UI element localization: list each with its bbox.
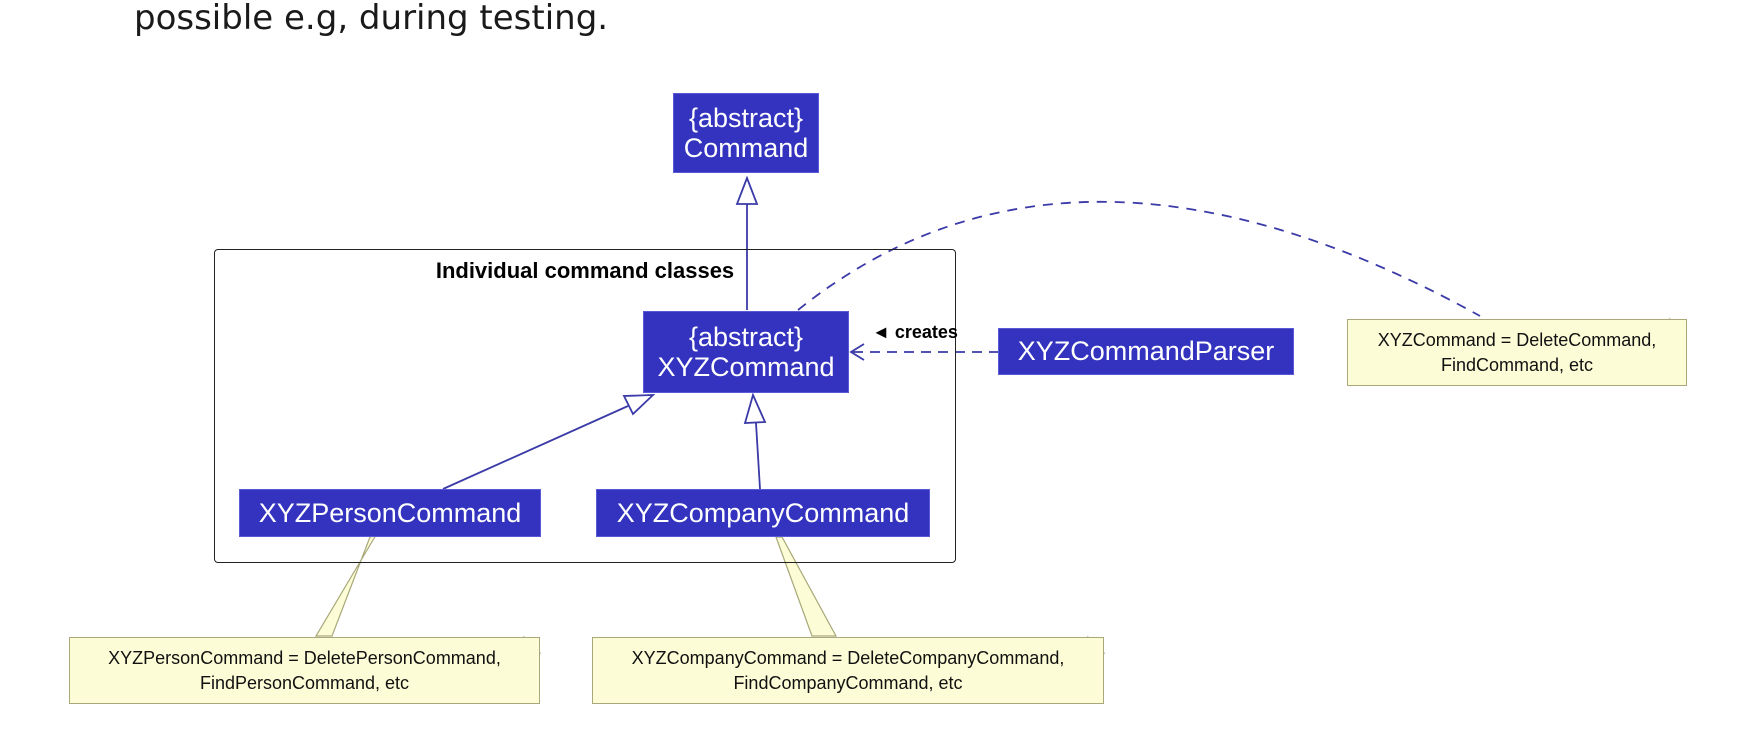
inherit-arrowhead-company xyxy=(743,392,767,424)
note-person-line2: FindPersonCommand, etc xyxy=(199,673,410,694)
note-xyz-company-command: XYZCompanyCommand = DeleteCompanyCommand… xyxy=(592,637,1104,704)
note-xyz-command-line1: XYZCommand = DeleteCommand, xyxy=(1377,330,1657,350)
class-xyz-company-command[interactable]: XYZCompanyCommand xyxy=(596,489,930,537)
class-xyz-command-name: XYZCommand xyxy=(657,352,835,382)
class-xyz-command-parser[interactable]: XYZCommandParser xyxy=(998,328,1294,375)
inherit-person-xyzcommand xyxy=(442,405,629,490)
note-company-line2: FindCompanyCommand, etc xyxy=(733,673,963,694)
class-command[interactable]: {abstract} Command xyxy=(673,93,819,173)
dependency-arrowhead xyxy=(849,343,865,361)
class-command-name: Command xyxy=(683,133,809,163)
class-xyz-command-parser-name: XYZCommandParser xyxy=(1017,336,1275,367)
class-xyz-person-command-name: XYZPersonCommand xyxy=(258,497,522,528)
inherit-arrowhead-person xyxy=(622,394,656,416)
note-company-line1: XYZCompanyCommand = DeleteCompanyCommand… xyxy=(631,648,1065,668)
class-xyz-command[interactable]: {abstract} XYZCommand xyxy=(643,311,849,393)
note-connector-xyzcommand xyxy=(797,201,1481,317)
package-individual-command-classes: Individual command classes xyxy=(214,249,956,563)
note-xyz-command: XYZCommand = DeleteCommand, FindCommand,… xyxy=(1347,319,1687,386)
class-xyz-company-command-name: XYZCompanyCommand xyxy=(616,497,910,528)
note-xyz-person-command: XYZPersonCommand = DeletePersonCommand, … xyxy=(69,637,540,704)
inherit-arrowhead-command xyxy=(735,175,759,205)
note-person-line1: XYZPersonCommand = DeletePersonCommand, xyxy=(108,648,501,668)
inherit-company-xyzcommand xyxy=(755,422,761,490)
class-xyz-command-stereotype: {abstract} xyxy=(688,321,804,352)
package-title: Individual command classes xyxy=(435,258,735,283)
creates-label: ◄ creates xyxy=(872,322,958,342)
class-command-stereotype: {abstract} xyxy=(688,102,804,133)
note-connector-company xyxy=(775,536,838,637)
note-xyz-command-line2: FindCommand, etc xyxy=(1440,355,1594,376)
intro-text: possible e.g, during testing. xyxy=(134,0,609,38)
class-xyz-person-command[interactable]: XYZPersonCommand xyxy=(239,489,541,537)
